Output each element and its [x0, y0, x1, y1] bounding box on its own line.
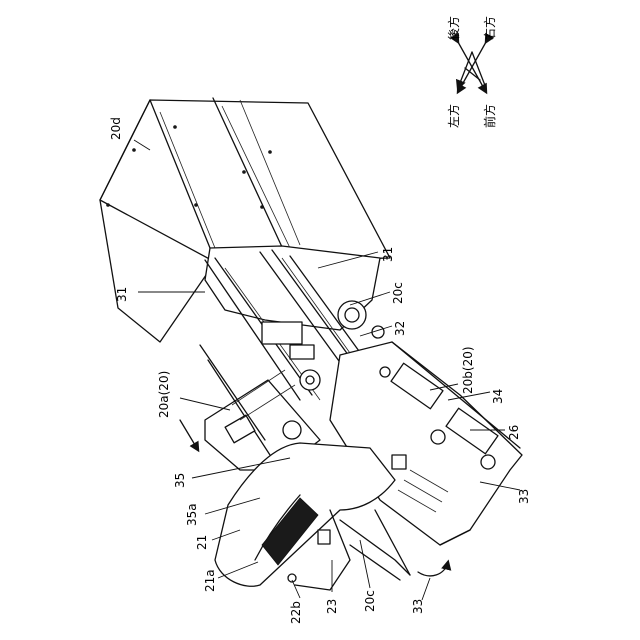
label-20c-top: 20c	[391, 282, 405, 304]
label-23: 23	[325, 599, 339, 614]
legend-front: 前方	[482, 104, 497, 128]
label-32: 32	[393, 321, 407, 336]
label-31-left: 31	[115, 287, 129, 302]
label-34: 34	[491, 389, 505, 404]
legend-left: 左方	[446, 104, 461, 128]
label-20a: 20a(20)	[157, 371, 171, 418]
label-21: 21	[195, 535, 209, 550]
label-20b: 20b(20)	[461, 346, 475, 394]
insertion-direction-arrow	[180, 420, 198, 450]
legend-rear: 後方	[446, 16, 461, 40]
right-unit-20b	[330, 342, 522, 545]
label-21a: 21a	[203, 569, 217, 592]
label-20d: 20d	[109, 117, 123, 140]
label-35: 35	[173, 473, 187, 488]
legend-right: 右方	[482, 16, 497, 40]
label-33-right: 33	[517, 489, 531, 504]
orientation-legend: 後方 右方 左方 前方	[446, 16, 497, 128]
label-33-bottom: 33	[411, 599, 425, 614]
label-26: 26	[507, 425, 521, 440]
label-35a: 35a	[185, 503, 199, 526]
rotation-arrow	[418, 562, 448, 576]
label-31-right: 31	[381, 247, 395, 262]
label-22b: 22b	[289, 601, 303, 624]
label-20c-bottom: 20c	[363, 590, 377, 612]
